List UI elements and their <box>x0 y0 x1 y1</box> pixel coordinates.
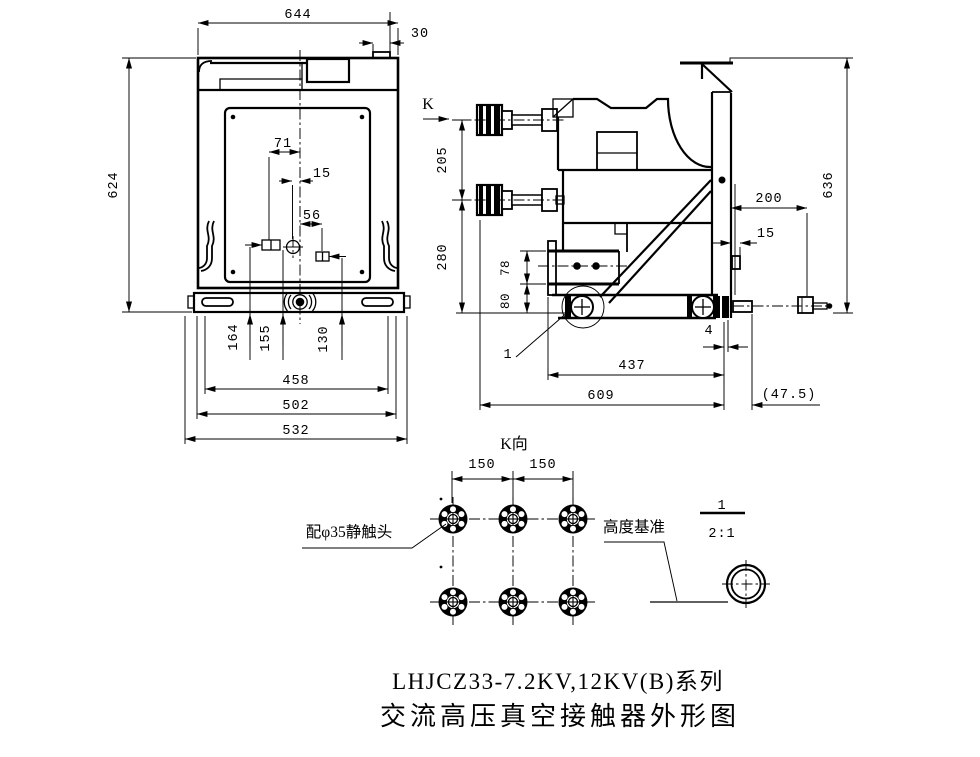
dim-624: 624 <box>107 171 122 198</box>
detail-scale: 2:1 <box>708 527 735 542</box>
panel-screw <box>359 114 365 120</box>
dim-15-side: 15 <box>757 227 775 242</box>
dim-71: 71 <box>274 137 292 152</box>
draw-rod-boss <box>732 300 753 313</box>
dim-458: 458 <box>282 374 309 389</box>
drawing-name-title: 交流高压真空接触器外形图 <box>380 702 740 731</box>
static-contact <box>557 503 589 535</box>
front-body-outline <box>196 56 400 290</box>
static-contact <box>497 586 529 618</box>
mounting-slot-right <box>361 297 394 307</box>
front-view: 644 30 624 71 15 56 164 155 130 458 502 … <box>107 8 429 444</box>
dim-205: 205 <box>436 146 451 173</box>
dim-532: 532 <box>282 424 309 439</box>
dim-502: 502 <box>282 399 309 414</box>
mounting-slot-left <box>201 297 234 307</box>
flange-plate <box>547 240 557 296</box>
dim-78: 78 <box>499 260 513 276</box>
dim-200: 200 <box>755 192 782 207</box>
flange-bolt <box>592 262 600 270</box>
detail-number: 1 <box>717 499 726 514</box>
dim-80: 80 <box>499 293 513 309</box>
height-datum-note: 高度基准 <box>603 518 665 536</box>
diagonal-brace <box>599 179 712 298</box>
panel-screw <box>359 269 365 275</box>
upper-terminal-stud <box>453 103 567 137</box>
static-contact <box>557 586 589 618</box>
detail-leader-label: 1 <box>503 348 512 363</box>
k-view-label: K <box>422 96 434 113</box>
bottom-view: K向 150 150 配φ35静触头 高度基准 <box>302 435 728 627</box>
drawing-series-title: LHJCZ33-7.2KV,12KV(B)系列 <box>392 669 724 694</box>
dim-280: 280 <box>436 243 451 270</box>
dim-56: 56 <box>303 209 321 224</box>
side-view: K 205 280 78 80 200 15 636 437 609 (47.5… <box>422 57 853 410</box>
detail-callout: 1 2:1 <box>700 499 770 608</box>
dim-4: 4 <box>704 324 713 339</box>
roller-wheel-right <box>691 295 715 319</box>
dim-636: 636 <box>822 171 837 198</box>
lower-terminal-stud <box>453 183 567 217</box>
title-block: LHJCZ33-7.2KV,12KV(B)系列 交流高压真空接触器外形图 <box>380 669 740 731</box>
panel-screw <box>230 114 236 120</box>
static-contact-note: 配φ35静触头 <box>306 523 392 541</box>
dim-437: 437 <box>618 359 645 374</box>
dim-47-5: (47.5) <box>762 388 817 403</box>
front-top-tab <box>372 51 391 59</box>
dim-644: 644 <box>284 8 311 23</box>
dim-30: 30 <box>411 27 429 42</box>
k-direction-label: K向 <box>500 435 528 453</box>
static-contact <box>437 503 469 535</box>
detail-reference-circle <box>561 285 605 329</box>
dim-164: 164 <box>227 323 242 350</box>
static-contact <box>497 503 529 535</box>
dim-130: 130 <box>317 325 332 352</box>
roller-wheel-left <box>570 295 594 319</box>
front-panel <box>223 106 372 284</box>
rod-end-fitting <box>797 296 814 314</box>
dim-609: 609 <box>587 389 614 404</box>
dim-15-front: 15 <box>313 167 331 182</box>
base-knob <box>295 297 305 307</box>
dim-155: 155 <box>259 324 274 351</box>
panel-screw <box>230 269 236 275</box>
static-contact <box>437 586 469 618</box>
dim-150-left: 150 <box>468 458 495 473</box>
dim-150-right: 150 <box>529 458 556 473</box>
